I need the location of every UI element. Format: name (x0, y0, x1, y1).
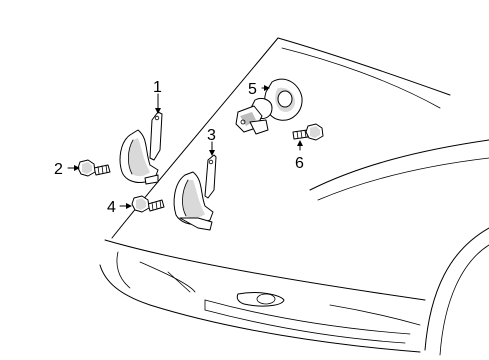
horn-snail (235, 78, 303, 135)
callout-5: 5 (248, 81, 257, 98)
bolt-right (292, 123, 324, 141)
callout-3: 3 (207, 127, 216, 144)
callout-leaders (67, 85, 303, 209)
callout-6: 6 (295, 155, 304, 172)
callout-4: 4 (107, 199, 116, 216)
callout-labels: 1 2 3 4 5 6 (54, 79, 304, 216)
horn-upper (119, 111, 163, 185)
callout-2: 2 (54, 161, 63, 178)
vehicle-front-outline (99, 37, 489, 356)
horn-lower (173, 154, 217, 231)
callout-1: 1 (153, 79, 162, 96)
bolt-left (77, 159, 111, 177)
bolt-center (131, 195, 165, 213)
